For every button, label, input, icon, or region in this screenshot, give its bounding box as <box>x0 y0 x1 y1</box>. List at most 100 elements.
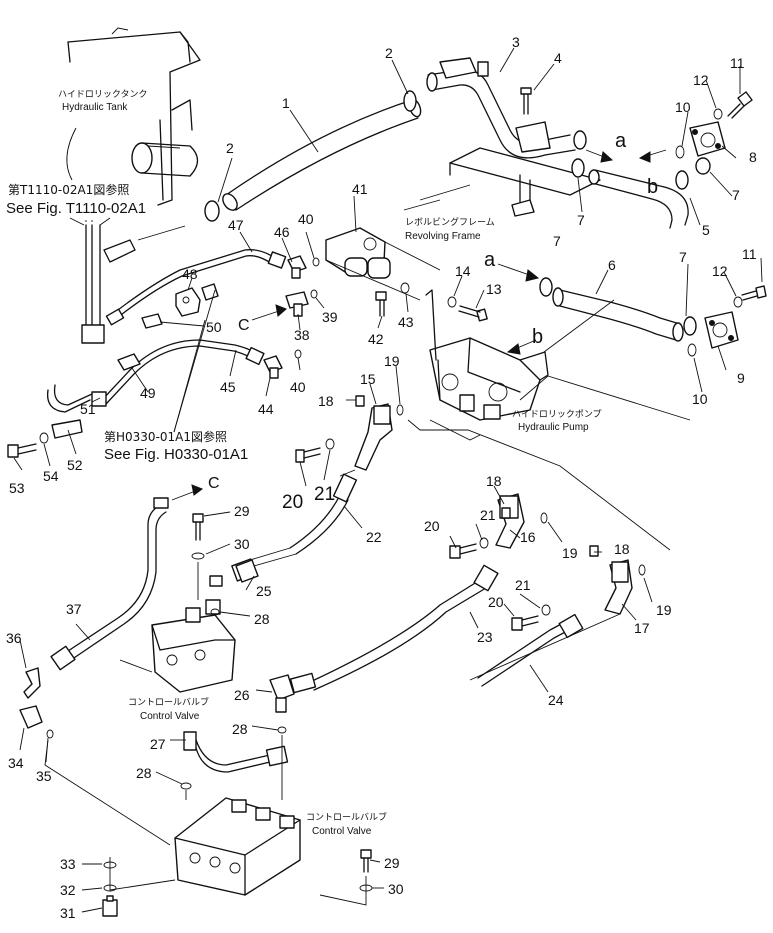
callout-5: 5 <box>702 222 710 238</box>
hydraulic-pump <box>425 289 691 441</box>
callout-22: 22 <box>366 529 382 545</box>
callout-numbers: 1 2 2 3 4 5 6 7 7 7 7 8 9 10 10 11 11 12… <box>6 34 757 921</box>
hose-clamp <box>683 316 697 336</box>
flange-elbow <box>354 403 393 471</box>
pilot-hose <box>101 339 265 405</box>
washer <box>39 432 49 444</box>
bolt <box>192 513 204 541</box>
callout-30: 30 <box>234 536 250 552</box>
bolt <box>360 849 372 873</box>
callout-36: 36 <box>6 630 22 646</box>
washer <box>447 296 457 308</box>
o-ring <box>180 782 192 790</box>
washer <box>325 438 335 450</box>
high-pressure-hose <box>477 613 584 687</box>
pilot-valve <box>325 227 441 301</box>
callout-44: 44 <box>258 401 274 417</box>
callout-47: 47 <box>228 217 244 233</box>
callout-34: 34 <box>8 755 24 771</box>
callout-45: 45 <box>220 379 236 395</box>
washer <box>733 296 743 308</box>
callout-19: 19 <box>384 353 400 369</box>
callout-26: 26 <box>234 687 250 703</box>
callout-54: 54 <box>43 468 59 484</box>
callout-1: 1 <box>282 95 290 111</box>
callout-18: 18 <box>486 473 502 489</box>
callout-7: 7 <box>577 212 585 228</box>
bolt <box>375 291 387 317</box>
control-valve-1-label-en: Control Valve <box>140 711 200 722</box>
callout-25: 25 <box>256 583 272 599</box>
connector-fitting <box>19 705 43 729</box>
bolt <box>741 285 767 301</box>
pump-label-jp: ハイドロリックポンプ <box>512 409 602 420</box>
frame-label-jp: レボルビングフレーム <box>405 216 495 228</box>
suction-hose <box>222 98 422 211</box>
connector-fitting <box>285 291 309 317</box>
o-ring <box>210 608 220 616</box>
elbow-fitting <box>23 667 41 699</box>
return-hose <box>588 169 689 229</box>
letter-b-top: b <box>647 176 658 198</box>
callout-28: 28 <box>232 721 248 737</box>
control-valve-upper <box>119 599 236 693</box>
callout-28: 28 <box>136 765 152 781</box>
o-ring <box>675 145 685 159</box>
hydraulic-tank <box>67 27 201 206</box>
callout-46: 46 <box>274 224 290 240</box>
callout-20: 20 <box>488 594 504 610</box>
callout-11: 11 <box>730 55 745 71</box>
callout-40: 40 <box>298 211 314 227</box>
fig-ref-2-en: See Fig. H0330-01A1 <box>104 446 248 463</box>
pump-label-en: Hydraulic Pump <box>518 422 589 433</box>
callout-7: 7 <box>679 249 687 265</box>
callout-21: 21 <box>515 577 531 593</box>
callout-51: 51 <box>80 401 96 417</box>
pilot-filter-assembly <box>46 224 186 439</box>
callout-21: 21 <box>480 507 496 523</box>
revolving-frame <box>403 147 601 217</box>
fig-ref-1-jp: 第T1110-02A1図参照 <box>8 182 129 197</box>
connector-fitting <box>141 313 163 329</box>
callout-33: 33 <box>60 856 76 872</box>
callout-8: 8 <box>749 149 757 165</box>
callout-21: 21 <box>314 484 335 505</box>
callout-40: 40 <box>290 379 306 395</box>
washer <box>541 604 551 616</box>
callout-27: 27 <box>150 736 166 752</box>
control-valve-2-label-jp: コントロールバルブ <box>306 811 387 823</box>
callout-2: 2 <box>226 140 234 156</box>
washer <box>191 552 205 560</box>
hose-clamp <box>695 157 711 175</box>
callout-19: 19 <box>562 545 578 561</box>
tank-label-en: Hydraulic Tank <box>62 102 128 113</box>
hose-clamp <box>204 200 220 222</box>
washer <box>400 282 410 294</box>
callout-7: 7 <box>732 187 740 203</box>
callout-10: 10 <box>675 99 691 115</box>
connection-letters: a b a b C C <box>208 130 658 492</box>
callout-53: 53 <box>9 480 25 496</box>
bolt <box>7 443 37 458</box>
letter-c-lower: C <box>208 475 220 492</box>
o-ring <box>294 349 302 359</box>
plug <box>102 895 118 917</box>
callout-6: 6 <box>608 257 616 273</box>
plug <box>355 395 365 407</box>
washer <box>479 537 489 549</box>
o-ring <box>46 729 54 739</box>
o-ring <box>310 289 318 299</box>
callout-19: 19 <box>656 602 672 618</box>
callout-11: 11 <box>742 246 757 262</box>
hose-clamp <box>539 277 553 297</box>
callout-20: 20 <box>282 492 303 513</box>
callout-39: 39 <box>322 309 338 325</box>
callout-29: 29 <box>384 855 400 871</box>
o-ring <box>396 404 404 416</box>
callout-30: 30 <box>388 881 404 897</box>
o-ring <box>540 512 548 524</box>
high-pressure-hose <box>289 564 499 694</box>
junction-block <box>175 283 219 317</box>
suction-hose <box>552 287 684 342</box>
